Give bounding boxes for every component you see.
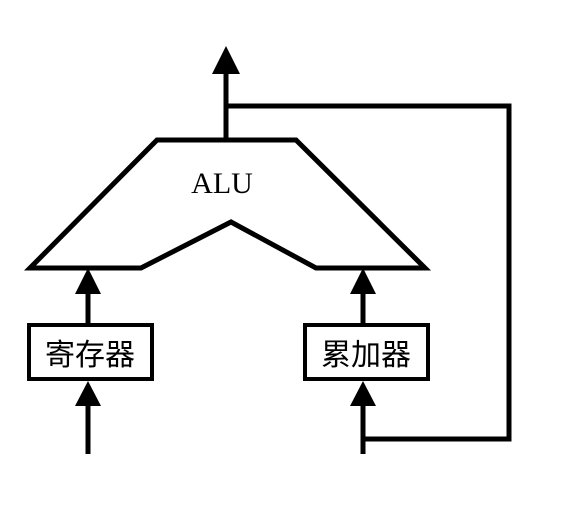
accumulator-to-alu-arrowhead: [350, 268, 376, 294]
register-box: [27, 323, 154, 381]
alu-label: ALU: [191, 167, 253, 200]
register-to-alu-arrowhead: [75, 268, 101, 294]
alu-shape: [23, 137, 432, 271]
accumulator-input-arrowhead: [350, 381, 376, 406]
register-label: 寄存器: [45, 338, 135, 373]
accumulator-label: 累加器: [321, 338, 411, 373]
register-input-arrowhead: [75, 381, 101, 406]
alu-output-arrowhead: [212, 46, 240, 74]
accumulator-box: [303, 323, 430, 381]
feedback-loop-line: [226, 103, 512, 442]
